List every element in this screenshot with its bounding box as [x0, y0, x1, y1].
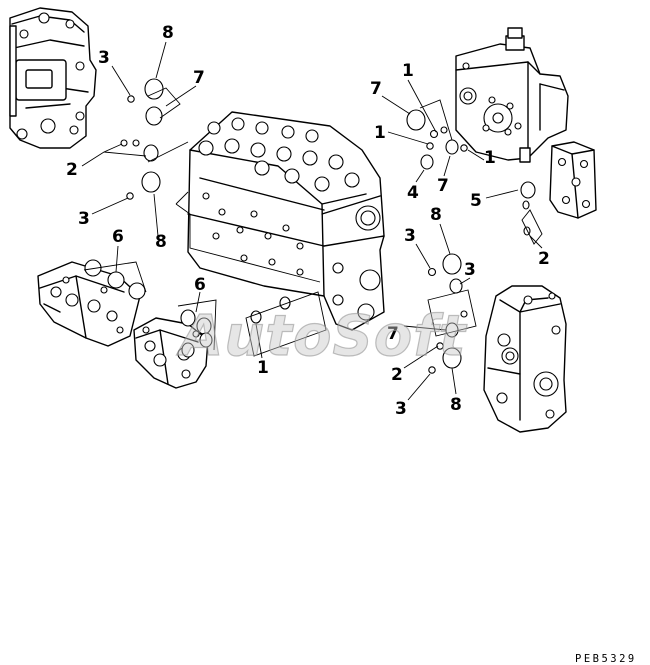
callout-6-left: 6: [112, 227, 124, 247]
callout-1-top-right-b: 1: [374, 123, 386, 143]
callout-7-top-right: 7: [370, 79, 382, 99]
callout-6-center: 6: [194, 275, 206, 295]
callout-8-left: 8: [155, 232, 167, 252]
seal-group-left-lower: [83, 259, 217, 358]
callout-5-right: 5: [470, 191, 482, 211]
callout-3-top-left: 3: [98, 48, 110, 68]
callout-2-right: 2: [538, 249, 550, 269]
callout-7-top-left: 7: [193, 68, 205, 88]
callout-7-right: 7: [437, 176, 449, 196]
end-cover-bottom-right: [483, 285, 567, 433]
cover-plate-right: [549, 141, 597, 219]
end-cover-top-left: [9, 7, 97, 149]
callout-8-bottom-right: 8: [450, 395, 462, 415]
valve-block-top-right: [455, 27, 569, 163]
callout-2-bottom-right: 2: [391, 365, 403, 385]
callout-3-right: 3: [404, 226, 416, 246]
callout-7-bottom-right: 7: [387, 324, 399, 344]
callout-1-top-right-a: 1: [402, 61, 414, 81]
callout-8-right: 8: [430, 205, 442, 225]
callout-1-center: 1: [257, 358, 269, 378]
watermark: AutoSoft: [176, 304, 468, 369]
callout-3-bottom-right: 3: [395, 399, 407, 419]
callout-labels: 3 8 7 2 3 8 6 6 1 7 1 1 1 4 7 5 2 3 8 3 …: [66, 23, 550, 419]
callout-3-left: 3: [78, 209, 90, 229]
callout-4-right: 4: [407, 183, 419, 203]
main-valve-body: [175, 111, 385, 331]
callout-2-left: 2: [66, 160, 78, 180]
seal-group-center: [245, 291, 327, 357]
valve-section-center-lower: [133, 317, 209, 389]
callout-8-top-left: 8: [162, 23, 174, 43]
callout-3-right-lower: 3: [464, 260, 476, 280]
drawing-code: PEB5329: [575, 653, 637, 665]
callout-1-top-right-c: 1: [484, 148, 496, 168]
seal-group-top-right: [406, 99, 543, 245]
seal-group-left: [120, 78, 189, 200]
seal-group-bottom-right: [427, 253, 477, 374]
leader-lines: [81, 41, 543, 401]
